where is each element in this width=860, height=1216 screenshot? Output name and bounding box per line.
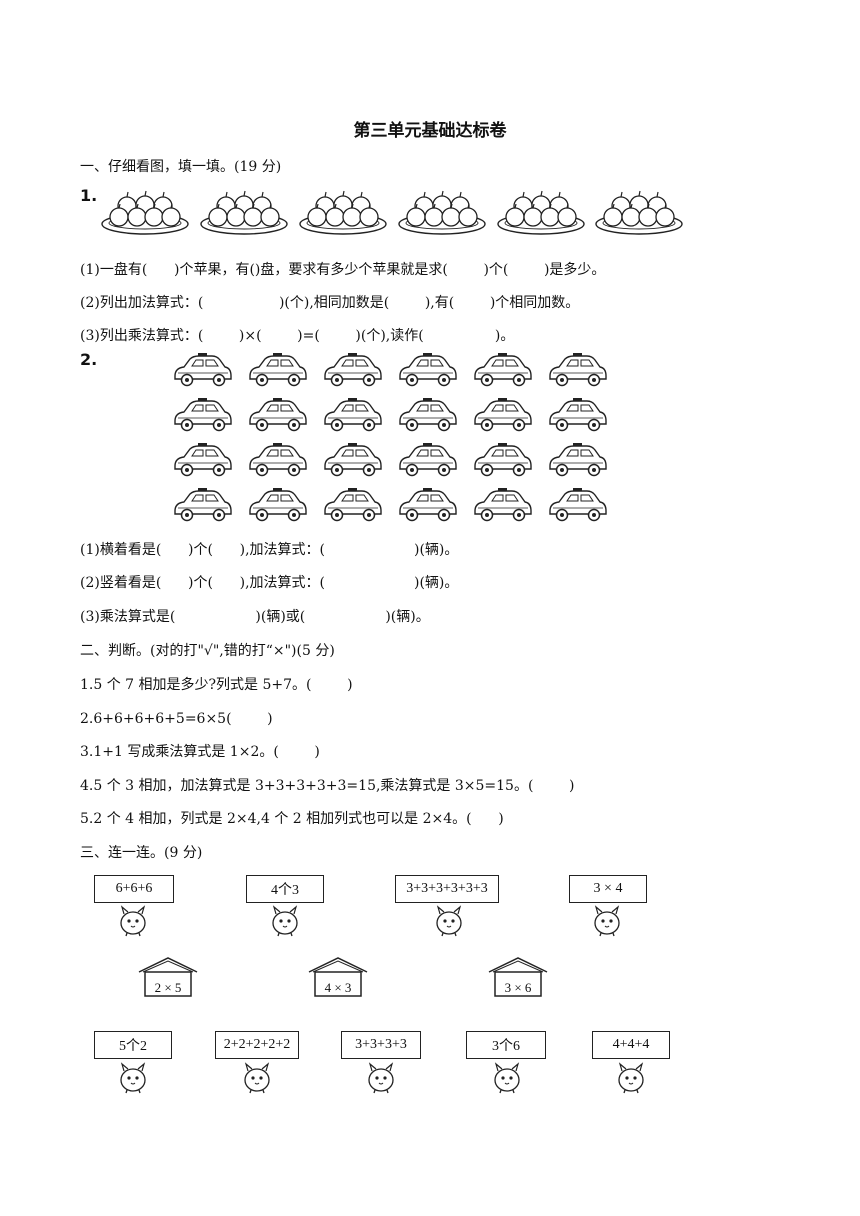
top-sign-4[interactable]: 3 × 4 — [569, 875, 647, 903]
house-label: 3 × 6 — [504, 980, 532, 995]
animal-icon — [240, 1060, 274, 1094]
car-icon — [547, 487, 609, 523]
car-icon — [247, 442, 309, 478]
house-1[interactable]: 2 × 5 — [137, 956, 199, 998]
car-icon — [172, 397, 234, 433]
animal-icon — [268, 903, 302, 937]
q2-number: 2. — [80, 350, 98, 369]
car-icon — [397, 487, 459, 523]
car-icon — [472, 352, 534, 388]
q2-line-3: (3)乘法算式是( )(辆)或( )(辆)。 — [80, 609, 430, 625]
car-icon — [172, 442, 234, 478]
q1-number: 1. — [80, 186, 98, 205]
judge-item-4: 4.5 个 3 相加，加法算式是 3+3+3+3+3=15,乘法算式是 3×5=… — [80, 778, 575, 794]
car-icon — [172, 487, 234, 523]
judge-item-1: 1.5 个 7 相加是多少?列式是 5+7。( ) — [80, 677, 353, 693]
car-icon — [472, 442, 534, 478]
house-3[interactable]: 3 × 6 — [487, 956, 549, 998]
top-sign-3[interactable]: 3+3+3+3+3+3 — [395, 875, 499, 903]
animal-icon — [364, 1060, 398, 1094]
apple-plate-icon — [100, 186, 190, 236]
page-title: 第三单元基础达标卷 — [353, 121, 507, 141]
car-icon — [247, 487, 309, 523]
car-icon — [547, 442, 609, 478]
car-icon — [472, 397, 534, 433]
car-icon — [547, 397, 609, 433]
car-icon — [397, 442, 459, 478]
bottom-sign-3[interactable]: 3+3+3+3 — [341, 1031, 421, 1059]
house-2[interactable]: 4 × 3 — [307, 956, 369, 998]
bottom-sign-2[interactable]: 2+2+2+2+2 — [215, 1031, 299, 1059]
bottom-sign-4[interactable]: 3个6 — [466, 1031, 546, 1059]
apple-plate-icon — [397, 186, 487, 236]
judge-item-3: 3.1+1 写成乘法算式是 1×2。( ) — [80, 744, 320, 760]
q1-line-2: (2)列出加法算式：( )(个),相同加数是( ),有( )个相同加数。 — [80, 295, 580, 311]
car-icon — [547, 352, 609, 388]
q1-line-1: (1)一盘有( )个苹果，有()盘，要求有多少个苹果就是求( )个( )是多少。 — [80, 262, 606, 278]
car-icon — [397, 397, 459, 433]
car-icon — [322, 487, 384, 523]
house-label: 2 × 5 — [154, 980, 182, 995]
car-icon — [322, 442, 384, 478]
animal-icon — [432, 903, 466, 937]
apple-plate-icon — [199, 186, 289, 236]
bottom-sign-1[interactable]: 5个2 — [94, 1031, 172, 1059]
judge-item-5: 5.2 个 4 相加，列式是 2×4,4 个 2 相加列式也可以是 2×4。( … — [80, 811, 504, 827]
section2-heading: 二、判断。(对的打"√",错的打“×")(5 分) — [80, 643, 335, 659]
animal-icon — [116, 1060, 150, 1094]
car-icon — [247, 352, 309, 388]
car-icon — [322, 397, 384, 433]
section1-heading: 一、仔细看图，填一填。(19 分) — [80, 159, 282, 175]
bottom-sign-5[interactable]: 4+4+4 — [592, 1031, 670, 1059]
car-icon — [247, 397, 309, 433]
apple-plate-icon — [496, 186, 586, 236]
animal-icon — [490, 1060, 524, 1094]
apple-plate-icon — [298, 186, 388, 236]
car-icon — [397, 352, 459, 388]
top-sign-2[interactable]: 4个3 — [246, 875, 324, 903]
judge-item-2: 2.6+6+6+6+5=6×5( ) — [80, 711, 273, 727]
apple-plate-icon — [594, 186, 684, 236]
top-sign-1[interactable]: 6+6+6 — [94, 875, 174, 903]
car-icon — [322, 352, 384, 388]
car-icon — [472, 487, 534, 523]
section3-heading: 三、连一连。(9 分) — [80, 845, 203, 861]
house-label: 4 × 3 — [324, 980, 352, 995]
q1-line-3: (3)列出乘法算式：( )×( )=( )(个),读作( )。 — [80, 328, 515, 344]
car-icon — [172, 352, 234, 388]
animal-icon — [590, 903, 624, 937]
q2-line-2: (2)竖着看是( )个( ),加法算式：( )(辆)。 — [80, 575, 459, 591]
animal-icon — [116, 903, 150, 937]
q2-line-1: (1)横着看是( )个( ),加法算式：( )(辆)。 — [80, 542, 459, 558]
animal-icon — [614, 1060, 648, 1094]
